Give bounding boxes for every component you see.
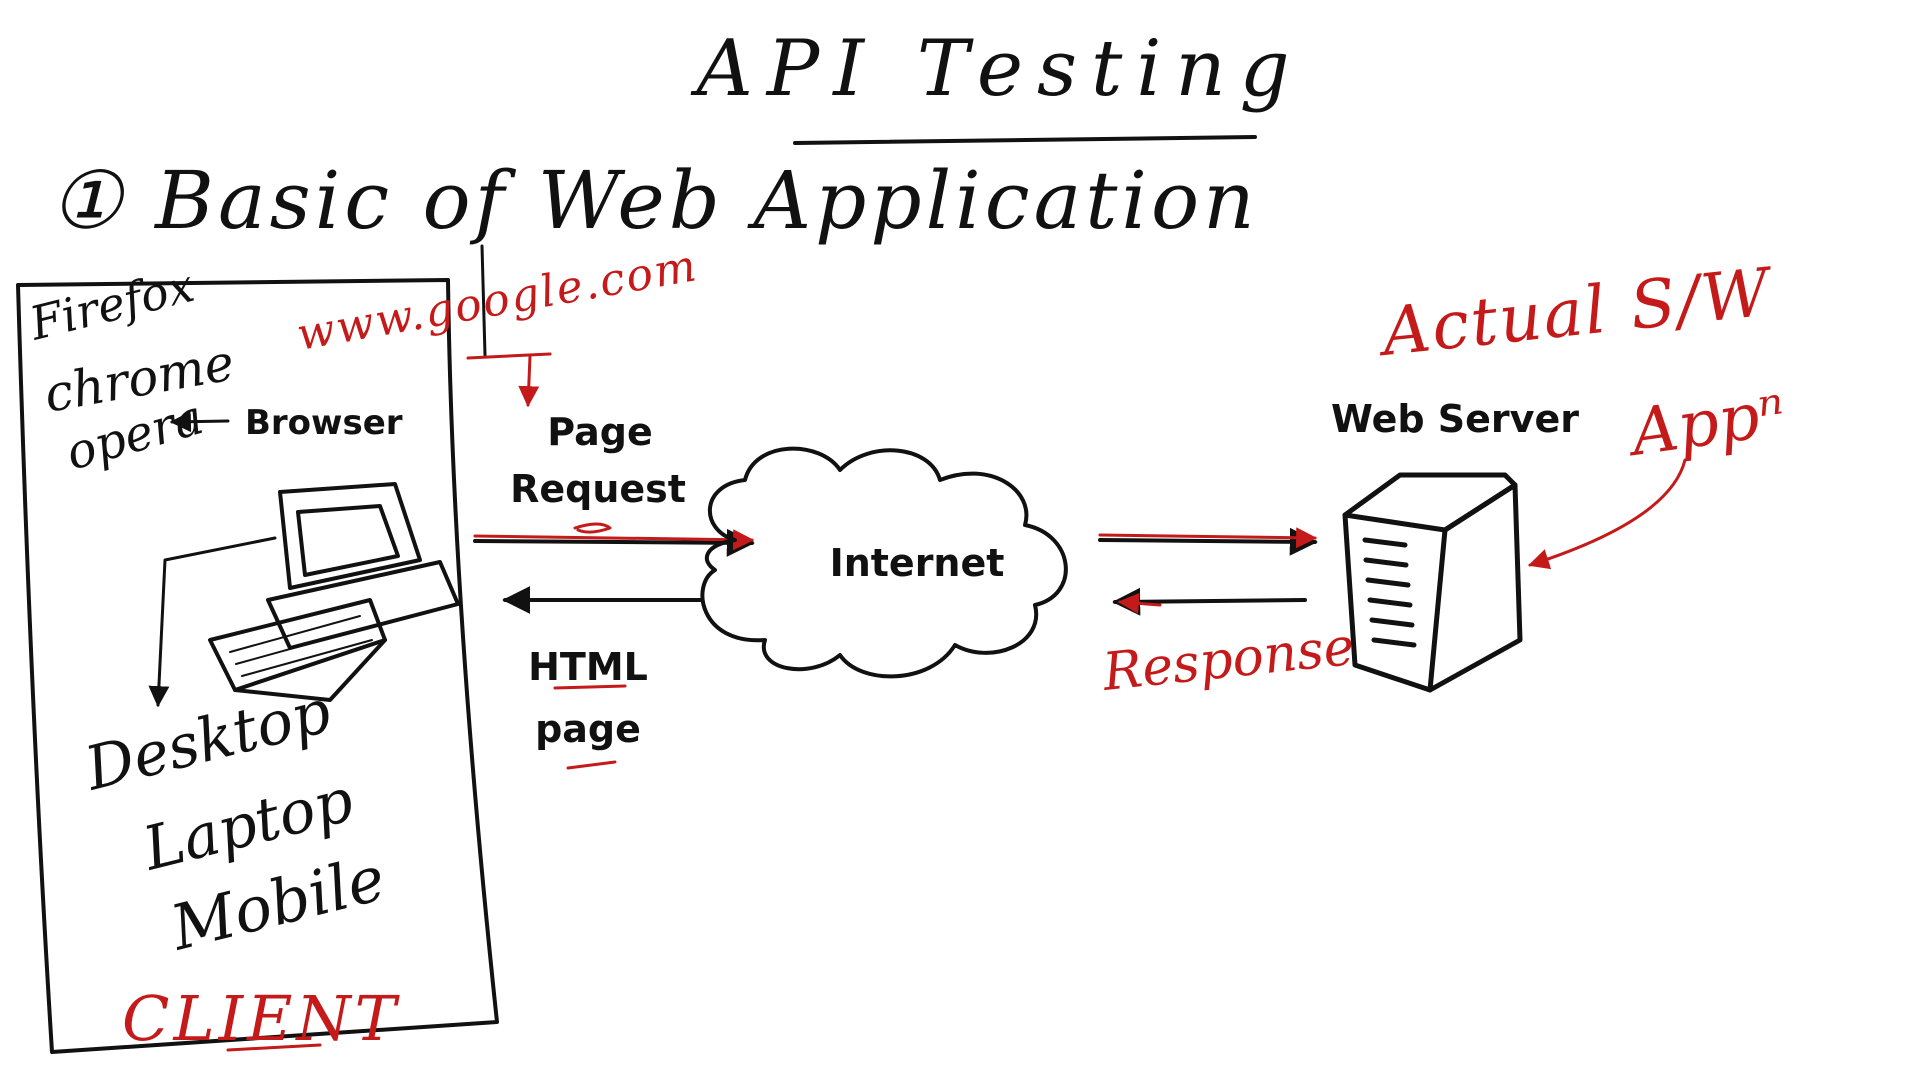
url-note: www.google.com: [293, 240, 702, 361]
arrow-browsers-to-browser: [169, 411, 230, 433]
url-underline: [466, 352, 552, 360]
server-note-line1: Actual S/W: [1373, 253, 1778, 371]
browser-list: Firefox chrome opera: [24, 258, 239, 482]
html-underline: [553, 684, 627, 690]
page-request-label-line2: Request: [510, 467, 686, 511]
request-arrow-to-internet: [473, 528, 755, 557]
arrow-internet-to-server-red: [1098, 527, 1318, 549]
device-list: Desktop Laptop Mobile: [78, 676, 392, 964]
title-underline: [793, 135, 1257, 145]
browser-label: Browser: [245, 403, 403, 443]
web-server-label: Web Server: [1331, 397, 1579, 441]
response-label: Response: [1099, 617, 1357, 703]
page-request-label-line1: Page: [547, 410, 652, 454]
computer-icon: [208, 482, 460, 702]
page-underline: [566, 760, 617, 770]
html-page-label-line2: page: [535, 707, 641, 751]
internet-label: Internet: [830, 541, 1005, 585]
url-down-arrow: [518, 354, 540, 408]
heading-connector: [480, 244, 487, 357]
browser-item-firefox: Firefox: [24, 258, 200, 351]
request-underline: [573, 522, 612, 534]
arrow-computer-to-devices: [148, 536, 277, 708]
client-label: CLIENT: [122, 982, 401, 1055]
note-arrow-to-server: [1528, 458, 1687, 570]
server-icon: [1342, 472, 1523, 693]
title: API Testing: [690, 24, 1303, 114]
internet-cloud: [700, 446, 1068, 679]
section-heading: ① Basic of Web Application: [50, 154, 1259, 247]
server-note-line2: Appⁿ: [1622, 376, 1790, 471]
arrow-internet-to-server: [1098, 527, 1318, 556]
response-red-tick: [1117, 592, 1162, 614]
arrow-server-to-internet: [1112, 587, 1307, 616]
request-arrow-red-overlay: [473, 529, 755, 551]
client-underline: [226, 1043, 322, 1052]
client-box: [16, 278, 499, 1054]
html-page-label-line1: HTML: [528, 645, 648, 689]
